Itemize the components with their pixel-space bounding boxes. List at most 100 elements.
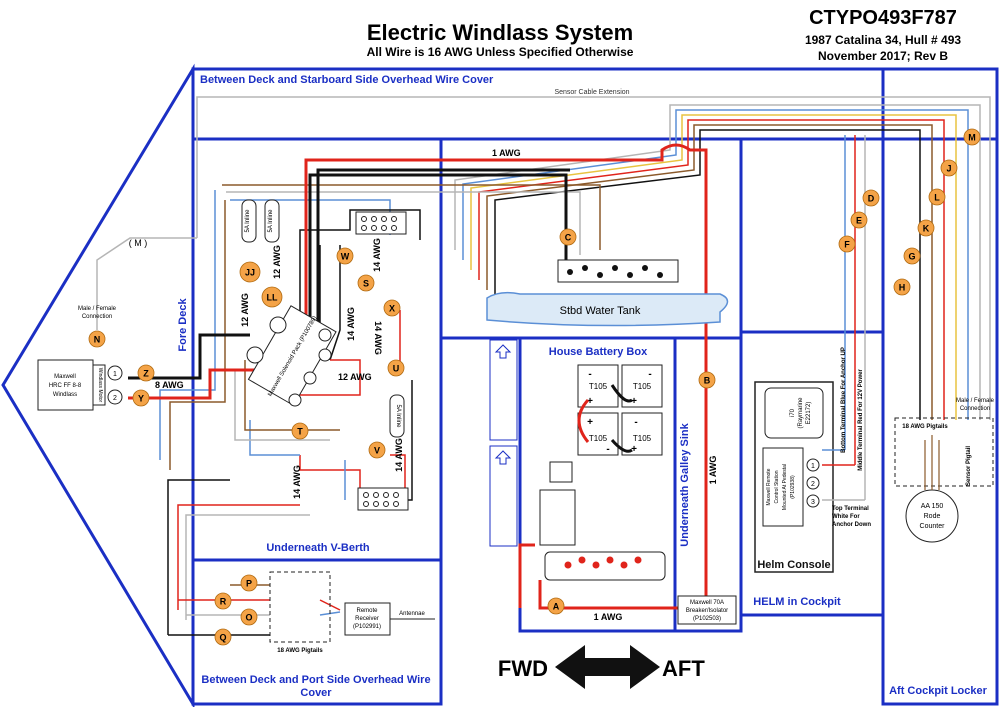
wire-12awg-b: 12 AWG xyxy=(272,245,282,279)
port-cover-label-1: Between Deck and Port Side Overhead Wire xyxy=(201,674,430,686)
breaker-label-2: Breaker/Isolator xyxy=(686,608,728,614)
fuse-b xyxy=(264,199,280,243)
marker-m xyxy=(963,128,981,146)
marker-e xyxy=(850,211,868,229)
marker-label-a: A xyxy=(553,602,560,612)
bottom-terminal-label: Bottom Terminal Blue For Anchor UP xyxy=(841,347,847,453)
aft-pigtail-box xyxy=(894,417,994,487)
marker-w xyxy=(336,247,354,265)
terminal-block-top xyxy=(355,211,407,235)
wire-8awg: 8 AWG xyxy=(155,380,184,390)
top-terminal-label-3: Anchor Down xyxy=(832,522,871,528)
svg-text:2: 2 xyxy=(113,395,117,402)
breaker-label-3: (P102503) xyxy=(693,616,721,622)
battery-link-neg-2 xyxy=(610,439,633,453)
marker-label-b: B xyxy=(704,376,711,386)
battery-polarity: - + - + + - - + xyxy=(587,369,652,455)
wire-1awg-top: 1 AWG xyxy=(492,148,521,158)
marker-label-ll: LL xyxy=(267,293,278,303)
helm-i70-label-3: E22172) xyxy=(806,402,812,425)
receiver-label-3: (P102991) xyxy=(353,624,381,630)
port-pigtail-box xyxy=(269,571,331,643)
sensor-cable xyxy=(96,96,991,420)
sensor-ext-label: Sensor Cable Extension xyxy=(554,89,629,96)
marker-label-p: P xyxy=(246,579,252,589)
mf-right-label-1: Male / Female xyxy=(956,398,995,404)
marker-label-g: G xyxy=(908,252,915,262)
receiver-label-2: Receiver xyxy=(355,616,379,622)
boat-info: 1987 Catalina 34, Hull # 493 xyxy=(805,33,961,47)
mf-right-label-2: Connection xyxy=(960,406,990,412)
switch-block xyxy=(539,489,576,546)
mf-left-label-2: Connection xyxy=(82,314,112,320)
svg-text:5A Inline: 5A Inline xyxy=(245,209,251,233)
rode-counter-label-2: Rode xyxy=(924,513,941,520)
fuse-a xyxy=(241,199,257,243)
marker-label-z: Z xyxy=(143,369,149,379)
svg-text:-: - xyxy=(648,369,651,380)
marker-label-n: N xyxy=(94,335,101,345)
wire-gauge-labels: 1 AWG 1 AWG 1 AWG 8 AWG 12 AWG 12 AWG 12… xyxy=(155,148,718,622)
fuse-c xyxy=(389,394,405,438)
positive-bus-studs xyxy=(564,556,642,569)
wire-14awg-d: 14 AWG xyxy=(292,465,302,499)
marker-label-h: H xyxy=(899,283,906,293)
marker-label-w: W xyxy=(341,252,350,262)
galley-sink-label: Underneath Galley Sink xyxy=(679,422,691,546)
wire-14awg-b: 14 AWG xyxy=(346,307,356,341)
svg-text:-: - xyxy=(634,417,637,428)
wire-14awg-a: 14 AWG xyxy=(372,238,382,272)
marker-a xyxy=(547,597,565,615)
marker-x xyxy=(383,299,401,317)
svg-text:-: - xyxy=(588,369,591,380)
helm-console-label: Helm Console xyxy=(757,559,830,571)
rode-counter-label-3: Counter xyxy=(920,523,946,530)
page-title: Electric Windlass System xyxy=(367,20,633,45)
svg-text:+: + xyxy=(631,396,637,407)
helm-cockpit-label: HELM in Cockpit xyxy=(753,596,841,608)
svg-text:+: + xyxy=(587,417,593,428)
helm-i70-label-1: i70 xyxy=(790,408,796,417)
marker-label-j: J xyxy=(946,164,951,174)
svg-text:-: - xyxy=(606,444,609,455)
m-label: ( M ) xyxy=(129,238,148,248)
negative-heavy-wires xyxy=(128,168,570,380)
marker-k xyxy=(917,219,935,237)
marker-label-s: S xyxy=(363,279,369,289)
fwd-label: FWD xyxy=(498,656,548,681)
receiver-label-1: Remote xyxy=(356,608,378,614)
helm-remote-label-4: (P102938) xyxy=(790,475,796,499)
marker-f xyxy=(838,235,856,253)
marker-jj xyxy=(239,261,261,283)
middle-terminal-label: Middle Terminal Red For 12V Power xyxy=(858,369,864,471)
windlass-label-3: Windlass xyxy=(53,392,77,398)
wire-12awg-c: 12 AWG xyxy=(338,372,372,382)
battery-link-pos xyxy=(577,398,590,443)
marker-label-o: O xyxy=(245,613,252,623)
water-tank-label: Stbd Water Tank xyxy=(560,305,641,317)
helm-remote-label-2: Control Station xyxy=(774,470,780,503)
marker-label-t: T xyxy=(297,427,303,437)
antennae-label: Antennae xyxy=(399,611,425,617)
marker-label-r: R xyxy=(220,597,227,607)
marker-label-y: Y xyxy=(138,394,144,404)
house-battery-label: House Battery Box xyxy=(549,346,648,358)
marker-label-v: V xyxy=(374,446,380,456)
marker-g xyxy=(903,247,921,265)
page-subtitle: All Wire is 16 AWG Unless Specified Othe… xyxy=(367,45,634,59)
battery-2-label: T105 xyxy=(633,382,652,391)
breaker-label-1: Maxwell 70A xyxy=(690,600,724,606)
rode-counter-wires xyxy=(924,435,940,490)
port-pigtail-label: 18 AWG Pigtails xyxy=(277,648,323,654)
svg-text:5A Inline: 5A Inline xyxy=(395,404,401,428)
marker-n xyxy=(88,330,106,348)
marker-q xyxy=(214,628,232,646)
wire-1awg-right: 1 AWG xyxy=(708,456,718,485)
marker-l xyxy=(928,188,946,206)
wire-12awg-a: 12 AWG xyxy=(240,293,250,327)
top-terminal-label-1: Top Terminal xyxy=(832,506,869,512)
fore-deck-label: Fore Deck xyxy=(177,298,189,352)
v-berth-label: Underneath V-Berth xyxy=(266,542,370,554)
svg-text:+: + xyxy=(587,396,593,407)
